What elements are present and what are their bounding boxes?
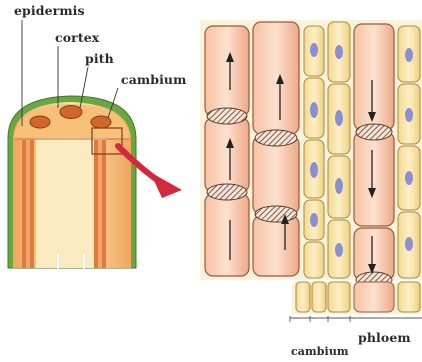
- nucleus: [335, 243, 343, 257]
- nucleus: [405, 108, 413, 122]
- nucleus: [335, 110, 343, 126]
- label-epidermis: epidermis: [14, 3, 85, 18]
- label-cortex: cortex: [55, 30, 99, 45]
- sieve-plate: [255, 130, 297, 146]
- companion-cell-column: [398, 26, 420, 278]
- label-cambium-bottom: cambium: [291, 345, 349, 358]
- cambium-zone-cells: [296, 282, 420, 312]
- nucleus: [310, 162, 318, 178]
- nucleus: [310, 43, 318, 57]
- label-pith: pith: [85, 51, 114, 66]
- nucleus: [405, 237, 413, 251]
- label-phloem: phloem: [358, 330, 411, 345]
- sieve-plate: [207, 108, 247, 124]
- nucleus: [310, 102, 318, 118]
- nucleus: [335, 178, 343, 194]
- nucleus: [405, 171, 413, 185]
- xylem-vessel-column: [205, 26, 249, 276]
- nucleus: [335, 45, 343, 59]
- nucleus: [310, 213, 318, 227]
- vascular-bundle: [30, 116, 50, 128]
- label-cambium: cambium: [121, 72, 186, 87]
- phloem-sieve-tube-column: [354, 24, 394, 288]
- vascular-bundle: [60, 106, 82, 119]
- stem-section: [8, 96, 138, 270]
- sieve-plate: [255, 206, 297, 222]
- scale-bracket: [290, 316, 422, 322]
- nucleus: [405, 48, 413, 62]
- xylem-vessel-column: [253, 22, 299, 276]
- sieve-plate: [207, 184, 247, 200]
- sieve-plate: [356, 124, 392, 140]
- magnified-tissue: [200, 20, 422, 322]
